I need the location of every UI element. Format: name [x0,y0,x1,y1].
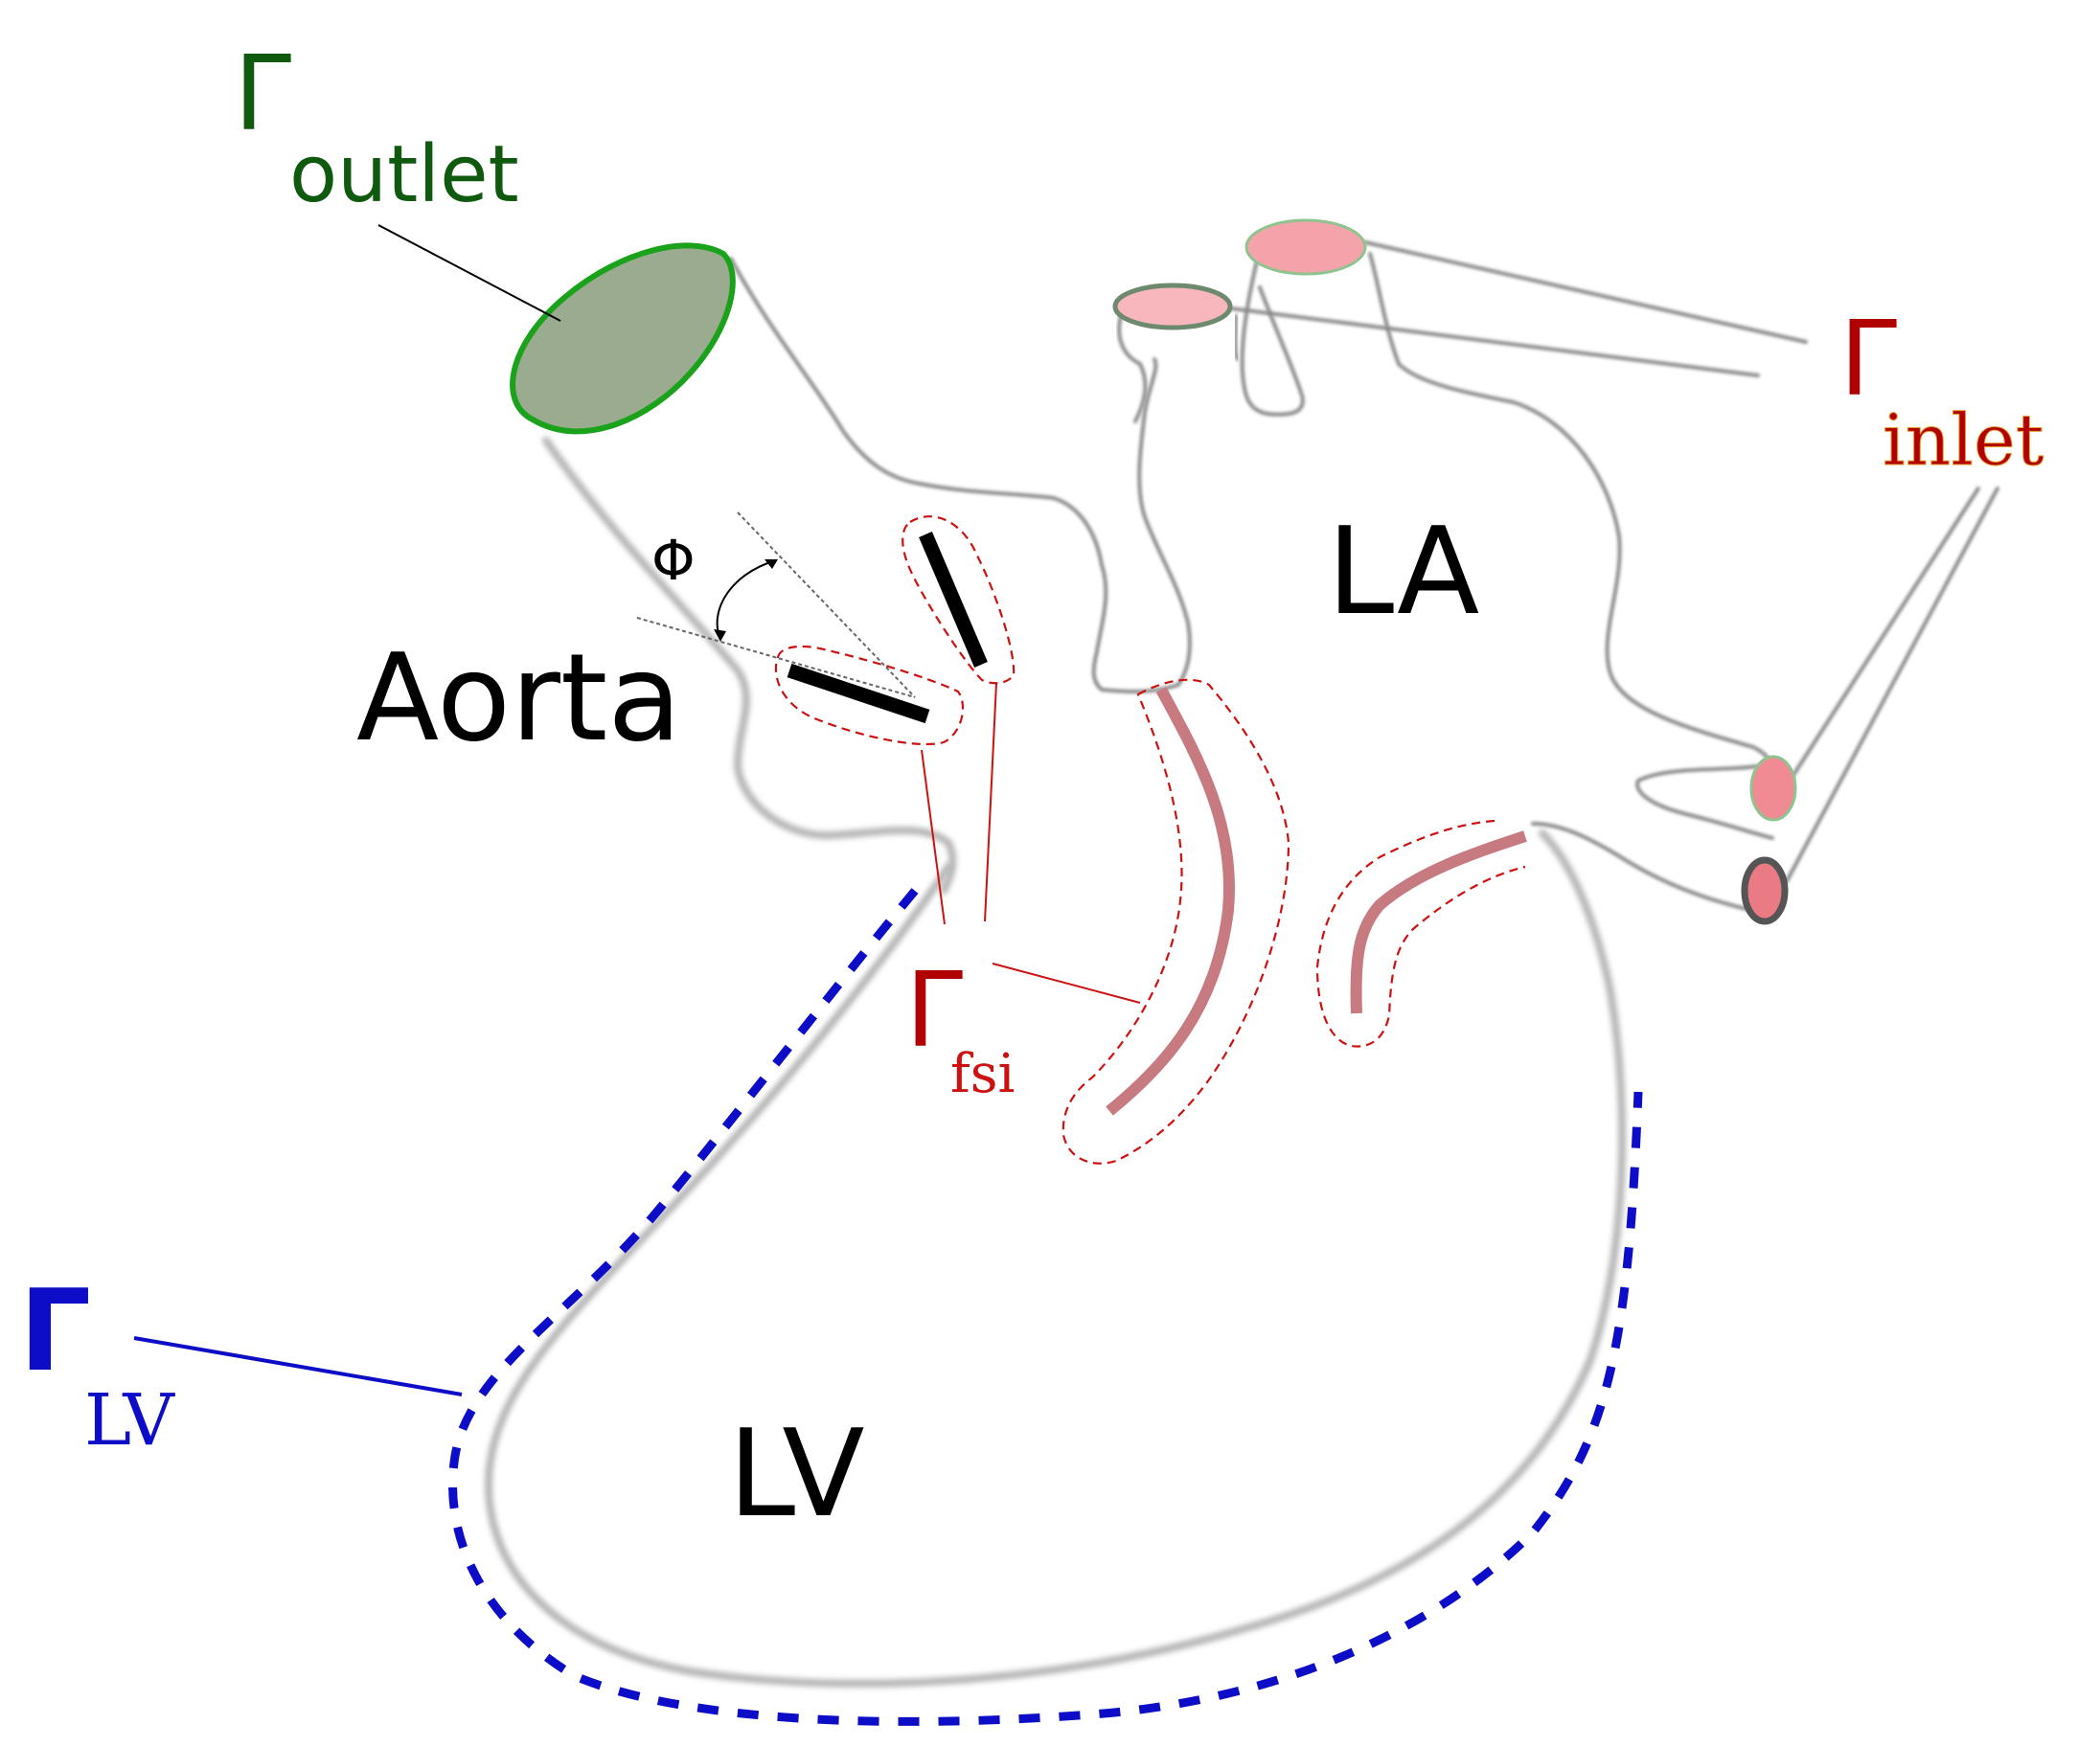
phi-label: Φ [651,528,696,593]
outlet-disc [510,242,736,435]
inlet-disc-right-lower [1741,856,1789,925]
fsi-band-posterior-mitral [1350,830,1527,1014]
gamma-lv-subscript: LV [84,1379,175,1462]
lv-dashed-boundary [448,888,1643,1726]
phi-reference-line-lower [636,617,916,698]
heart-outline [485,240,1999,1688]
outlet-group: Γ outlet [234,34,736,435]
fsi-dashed-contour-anterior [1061,678,1290,1165]
inlet-group: Γ inlet [1112,218,2044,925]
phi-arrowhead-lower [714,629,726,642]
fsi-dashed-contour-lower-leaflet [774,645,965,746]
inlet-disc-top-left [1112,283,1233,330]
lv-leader-line [133,1336,463,1396]
phi-angle-group: Φ [636,511,916,698]
fsi-dashed-contour-posterior [1315,819,1526,1048]
gamma-inlet-symbol: Γ [1839,300,1897,420]
gamma-outlet-symbol: Γ [234,34,291,154]
inlet-disc-right-upper [1749,755,1797,822]
gamma-fsi-symbol: Γ [905,951,963,1071]
gamma-lv-symbol: Γ [19,1264,91,1396]
aorta-label: Aorta [356,627,682,768]
phi-arrowhead-upper [765,559,778,569]
aortic-leaflet-lower [787,663,930,724]
fsi-leader-line-2 [984,682,997,922]
gamma-outlet-subscript: outlet [289,129,519,220]
fsi-group: Γ fsi [774,515,1527,1165]
fsi-leader-line-1 [921,749,946,925]
fsi-dashed-contour-upper-leaflet [902,515,1016,685]
phi-reference-line-upper [737,511,916,698]
gamma-fsi-subscript: fsi [950,1043,1015,1105]
fsi-band-anterior-mitral [1106,687,1235,1116]
lv-boundary-group: Γ LV [19,888,1643,1726]
aortic-leaflet-upper [919,532,988,668]
outlet-leader-line [377,224,561,322]
inlet-disc-top-right [1244,218,1367,276]
gamma-inlet-subscript: inlet [1883,399,2044,482]
lv-label: LV [728,1403,865,1544]
la-label: LA [1327,501,1479,642]
fsi-leader-line-3 [992,963,1141,1004]
phi-arc [716,559,777,640]
